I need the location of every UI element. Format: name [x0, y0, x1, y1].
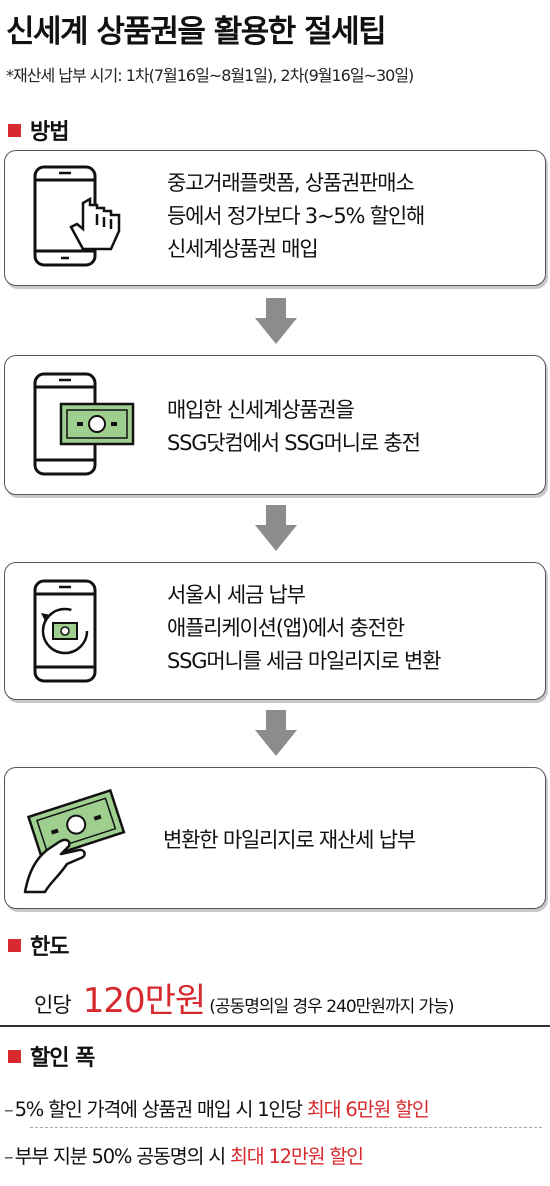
- down-arrow-icon: [255, 710, 297, 756]
- red-square-bullet-icon: [8, 938, 21, 952]
- step-1-line: 신세계상품권 매입: [167, 237, 319, 261]
- step-4-text: 변환한 마일리지로 재산세 납부: [163, 824, 416, 857]
- hand-banknote-icon: [23, 788, 126, 894]
- step-2-line: 매입한 신세계상품권을: [167, 398, 355, 422]
- payment-period-note: *재산세 납부 시기: 1차(7월16일~8월1일), 2차(9월16일~30일…: [6, 66, 414, 85]
- step-2-line: SSG닷컴에서 SSG머니로 충전: [167, 431, 421, 455]
- limit-line: 인당 120만원 (공동명의일 경우 240만원까지 가능): [34, 973, 455, 1022]
- red-square-bullet-icon: [8, 123, 21, 137]
- limit-suffix: (공동명의일 경우 240만원까지 가능): [209, 997, 454, 1017]
- limit-amount: 120만원: [82, 981, 206, 1021]
- discount-item-highlight: 최대 12만원 할인: [229, 1145, 364, 1168]
- step-card-3: 서울시 세금 납부 애플리케이션(앱)에서 충전한 SSG머니를 세금 마일리지…: [4, 562, 546, 700]
- discount-item-1: –5% 할인 가격에 상품권 매입 시 1인당 최대 6만원 할인: [4, 1093, 430, 1122]
- down-arrow-icon: [255, 505, 297, 551]
- phone-exchange-icon: [33, 579, 97, 683]
- step-3-line: 서울시 세금 납부: [167, 583, 306, 607]
- limit-heading-label: 한도: [30, 935, 69, 960]
- method-heading-label: 방법: [30, 120, 69, 145]
- step-3-line: 애플리케이션(앱)에서 충전한: [167, 616, 405, 640]
- step-card-4: 변환한 마일리지로 재산세 납부: [4, 767, 546, 909]
- dash-bullet-icon: –: [4, 1098, 14, 1121]
- step-2-text: 매입한 신세계상품권을 SSG닷컴에서 SSG머니로 충전: [167, 394, 421, 460]
- dash-bullet-icon: –: [4, 1145, 14, 1168]
- discount-heading: 할인 폭: [8, 1040, 95, 1072]
- step-1-line: 등에서 정가보다 3~5% 할인해: [167, 204, 425, 228]
- phone-hand-click-icon: [33, 165, 121, 267]
- discount-item-text: 5% 할인 가격에 상품권 매입 시 1인당: [14, 1098, 307, 1121]
- discount-item-text: 부부 지분 50% 공동명의 시: [14, 1145, 230, 1168]
- step-4-line: 변환한 마일리지로 재산세 납부: [163, 828, 416, 852]
- red-square-bullet-icon: [8, 1049, 21, 1063]
- method-heading: 방법: [8, 114, 69, 146]
- discount-item-highlight: 최대 6만원 할인: [306, 1098, 430, 1121]
- discount-item-2: –부부 지분 50% 공동명의 시 최대 12만원 할인: [4, 1140, 364, 1169]
- step-1-line: 중고거래플랫폼, 상품권판매소: [167, 171, 415, 195]
- step-1-text: 중고거래플랫폼, 상품권판매소 등에서 정가보다 3~5% 할인해 신세계상품권…: [167, 167, 425, 266]
- down-arrow-icon: [255, 298, 297, 344]
- discount-heading-label: 할인 폭: [30, 1046, 95, 1071]
- step-3-text: 서울시 세금 납부 애플리케이션(앱)에서 충전한 SSG머니를 세금 마일리지…: [167, 579, 441, 678]
- section-divider: [0, 1025, 550, 1027]
- limit-heading: 한도: [8, 929, 69, 961]
- limit-prefix: 인당: [34, 993, 72, 1017]
- step-3-line: SSG머니를 세금 마일리지로 변환: [167, 649, 441, 673]
- step-card-1: 중고거래플랫폼, 상품권판매소 등에서 정가보다 3~5% 할인해 신세계상품권…: [4, 150, 546, 286]
- step-card-2: 매입한 신세계상품권을 SSG닷컴에서 SSG머니로 충전: [4, 355, 546, 495]
- page-title: 신세계 상품권을 활용한 절세팁: [6, 14, 387, 50]
- phone-banknote-icon: [33, 372, 135, 476]
- dotted-separator: [30, 1127, 542, 1129]
